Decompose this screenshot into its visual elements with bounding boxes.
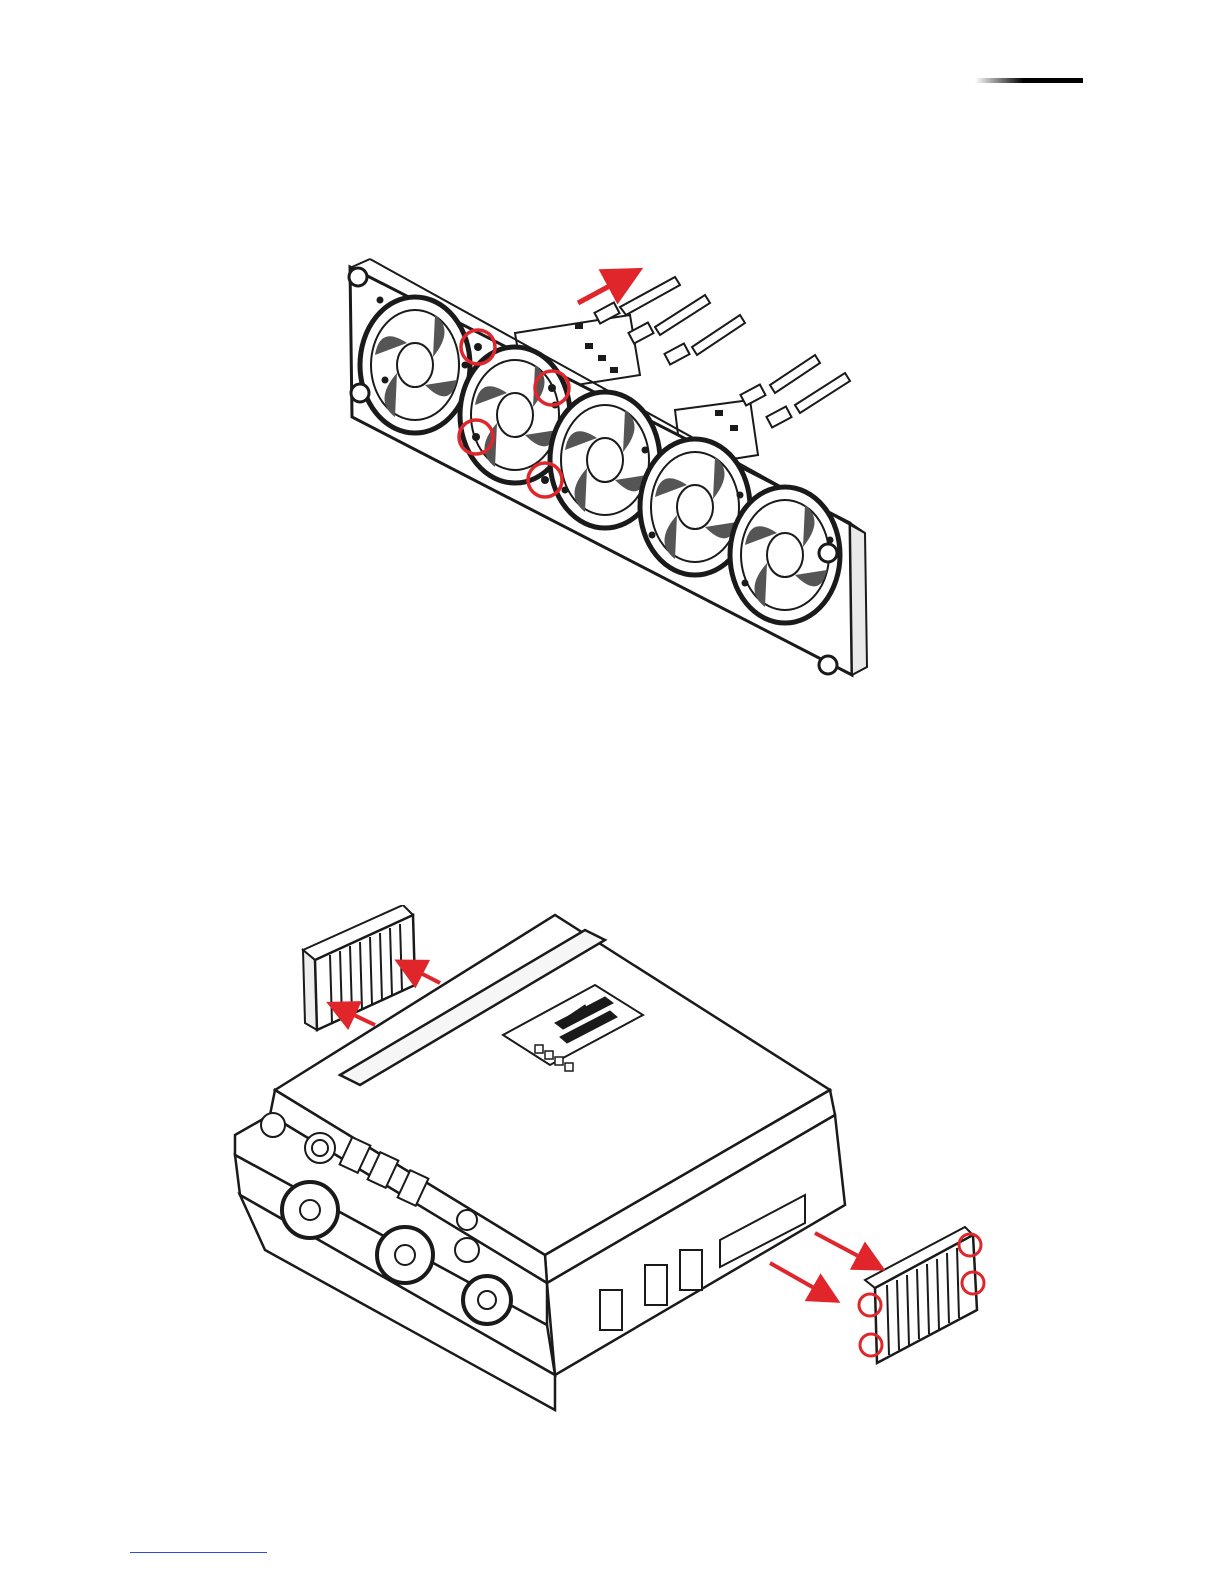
fan-1 bbox=[360, 297, 470, 433]
cable-1 bbox=[594, 277, 680, 323]
inverter-figure bbox=[225, 905, 1010, 1420]
fan-bracket-illustration bbox=[330, 255, 870, 685]
pull-arrow bbox=[578, 275, 630, 303]
footer-link-underline[interactable] bbox=[130, 1552, 267, 1553]
inverter-illustration bbox=[225, 905, 1010, 1420]
fan-plate-edge bbox=[850, 523, 867, 675]
arrow-right-1 bbox=[815, 1233, 875, 1265]
fan-module-figure bbox=[330, 255, 870, 685]
vent-cover-left bbox=[303, 905, 415, 1030]
header-rule bbox=[975, 78, 1083, 83]
arrow-right-2 bbox=[770, 1263, 830, 1297]
